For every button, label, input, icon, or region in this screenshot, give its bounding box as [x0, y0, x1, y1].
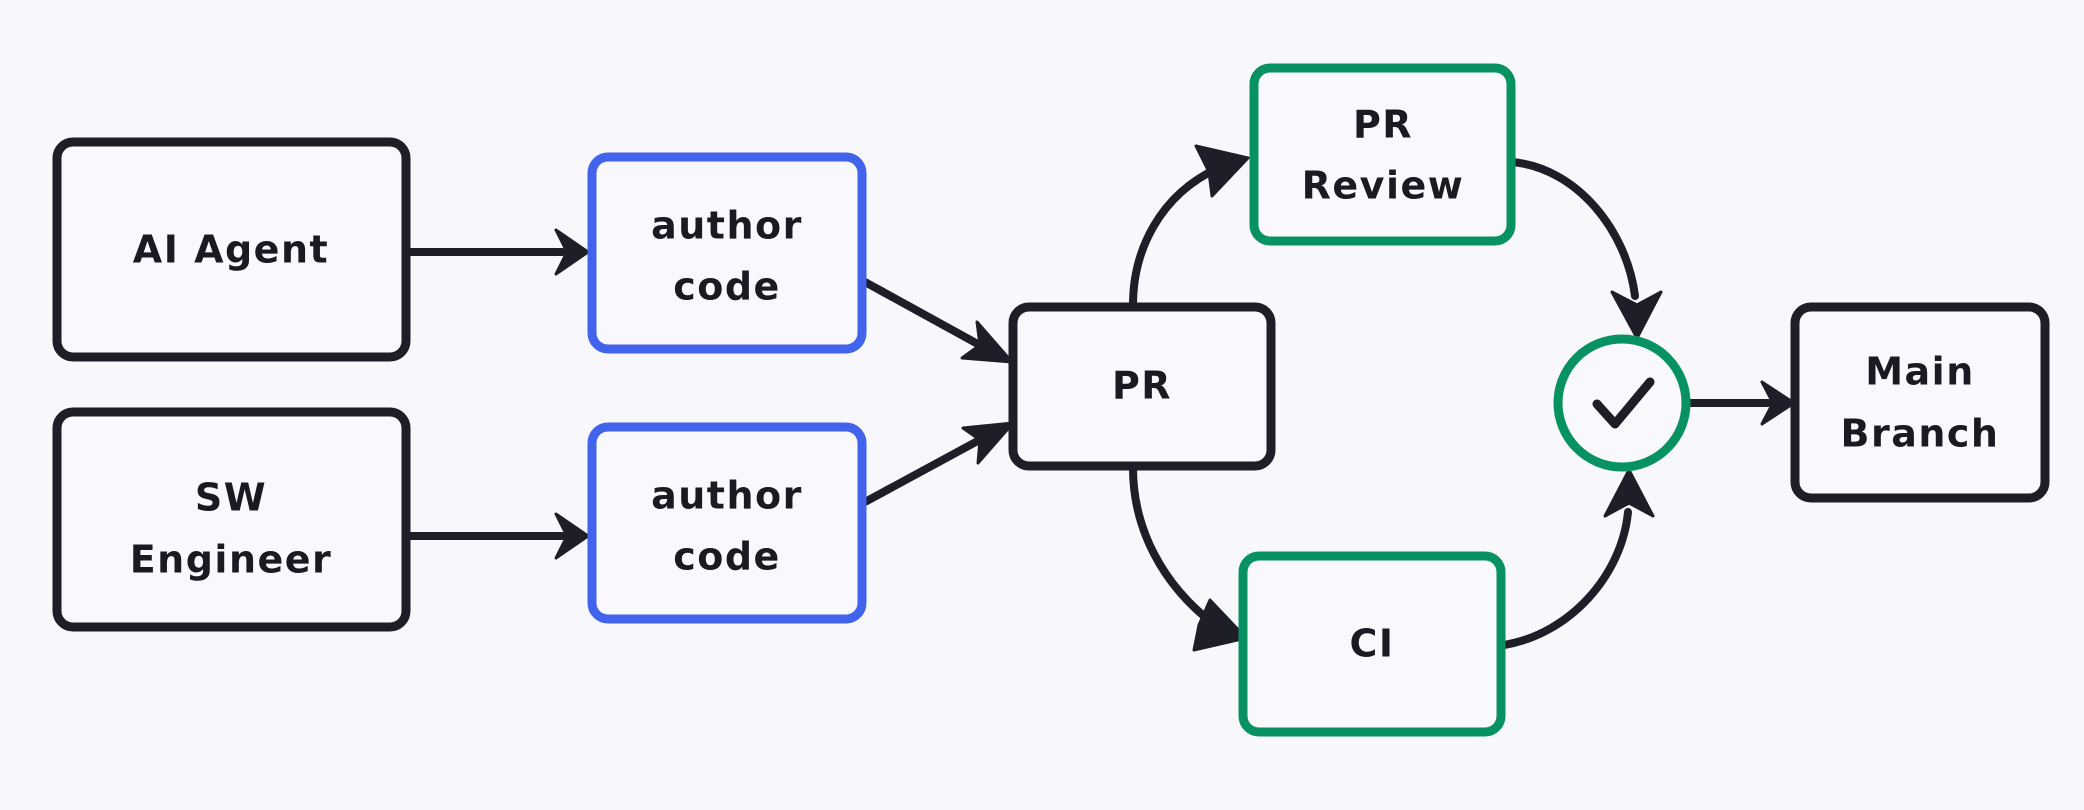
node-pr-review[interactable]: PR Review — [1249, 63, 1516, 246]
edge-pr-review-to-approved — [1508, 158, 1663, 340]
node-approved[interactable] — [1553, 334, 1691, 472]
node-ai-agent-shape[interactable] — [52, 137, 411, 362]
node-approved-circle[interactable] — [1553, 334, 1691, 472]
node-author-code-engineer-label-line2: code — [673, 535, 781, 579]
edge-layer — [404, 144, 1796, 652]
node-sw-engineer-shape[interactable] — [52, 407, 411, 632]
node-ci-shape[interactable] — [1238, 551, 1506, 737]
node-pr[interactable]: PR — [1008, 302, 1276, 471]
node-main-branch-label-line2: Branch — [1841, 412, 2000, 456]
node-main-branch[interactable]: Main Branch — [1790, 302, 2050, 503]
edge-author-code-engineer-to-pr — [861, 421, 1015, 506]
node-pr-shape[interactable] — [1008, 302, 1276, 471]
edge-approved-to-main-branch — [1686, 380, 1796, 426]
check-icon — [1592, 377, 1655, 429]
node-ai-agent-label: AI Agent — [133, 228, 329, 272]
edge-pr-to-pr-review — [1129, 144, 1250, 309]
node-sw-engineer[interactable]: SW Engineer — [52, 407, 411, 632]
node-author-code-agent-label-line2: code — [673, 265, 781, 309]
node-pr-label: PR — [1112, 364, 1172, 408]
edge-author-code-agent-to-pr — [861, 278, 1014, 364]
node-sw-engineer-label-line1: SW — [195, 476, 267, 520]
edge-ci-to-approved — [1500, 468, 1655, 649]
node-main-branch-label-line1: Main — [1865, 350, 1975, 394]
node-author-code-agent-shape[interactable] — [587, 152, 867, 354]
node-sw-engineer-label-line2: Engineer — [130, 538, 333, 582]
node-author-code-engineer-shape[interactable] — [587, 422, 867, 624]
node-ci-label: CI — [1349, 622, 1394, 666]
node-ai-agent[interactable]: AI Agent — [52, 137, 411, 362]
node-pr-review-shape[interactable] — [1249, 63, 1516, 246]
edge-pr-to-ci — [1129, 464, 1248, 652]
node-author-code-engineer-label-line1: author — [651, 474, 803, 518]
node-author-code-agent[interactable]: author code — [587, 152, 867, 354]
node-pr-review-label-line1: PR — [1353, 103, 1413, 147]
node-author-code-agent-label-line1: author — [651, 204, 803, 248]
edge-sw-engineer-to-author-code — [404, 512, 590, 560]
node-ci[interactable]: CI — [1238, 551, 1506, 737]
node-pr-review-label-line2: Review — [1302, 164, 1465, 208]
node-layer: AI Agent SW Engineer author code author … — [52, 63, 2050, 737]
edge-ai-agent-to-author-code — [404, 228, 590, 276]
node-main-branch-shape[interactable] — [1790, 302, 2050, 503]
node-author-code-engineer[interactable]: author code — [587, 422, 867, 624]
